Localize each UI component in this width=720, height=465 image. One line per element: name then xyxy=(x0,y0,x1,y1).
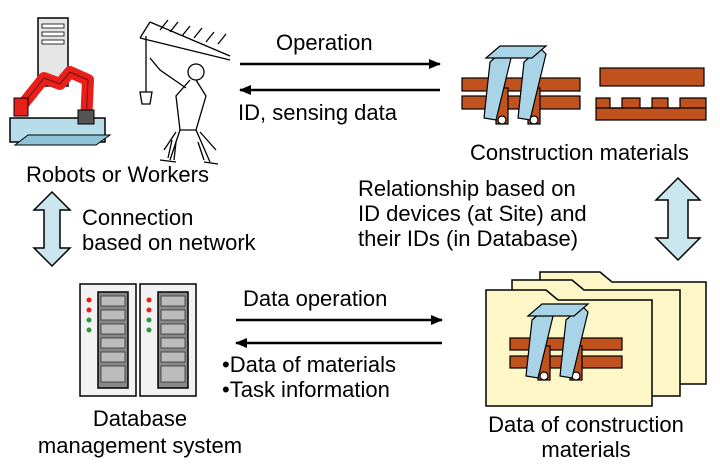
database-label-line1: Database xyxy=(92,406,188,431)
construction-beams-icon xyxy=(595,67,707,121)
relationship-label-line3: their IDs (in Database) xyxy=(358,226,579,251)
connection-label-line1: Connection xyxy=(82,205,194,230)
operation-label: Operation xyxy=(276,30,373,55)
data-operation-label: Data operation xyxy=(243,286,388,311)
relationship-label-line2: ID devices (at Site) and xyxy=(358,201,587,226)
robot-icon xyxy=(9,17,112,146)
network-connection-arrow xyxy=(32,190,72,268)
database-label-line2: management system xyxy=(37,433,243,458)
robots-workers-label: Robots or Workers xyxy=(26,162,209,187)
folder-frame-icon xyxy=(509,303,623,381)
construction-materials-label: Construction materials xyxy=(470,140,689,165)
task-information-label: •Task information xyxy=(222,377,390,402)
id-sensing-label: ID, sensing data xyxy=(238,100,397,125)
relationship-arrow xyxy=(654,176,702,262)
data-construction-label-line1: Data of construction xyxy=(488,412,684,437)
construction-frame-icon xyxy=(461,45,581,125)
relationship-label-line1: Relationship based on xyxy=(358,176,576,201)
data-of-materials-label: •Data of materials xyxy=(222,352,396,377)
connection-label-line2: based on network xyxy=(82,230,256,255)
data-construction-label-line2: materials xyxy=(541,437,631,462)
worker-icon xyxy=(139,19,231,165)
database-server-icon xyxy=(79,283,197,397)
